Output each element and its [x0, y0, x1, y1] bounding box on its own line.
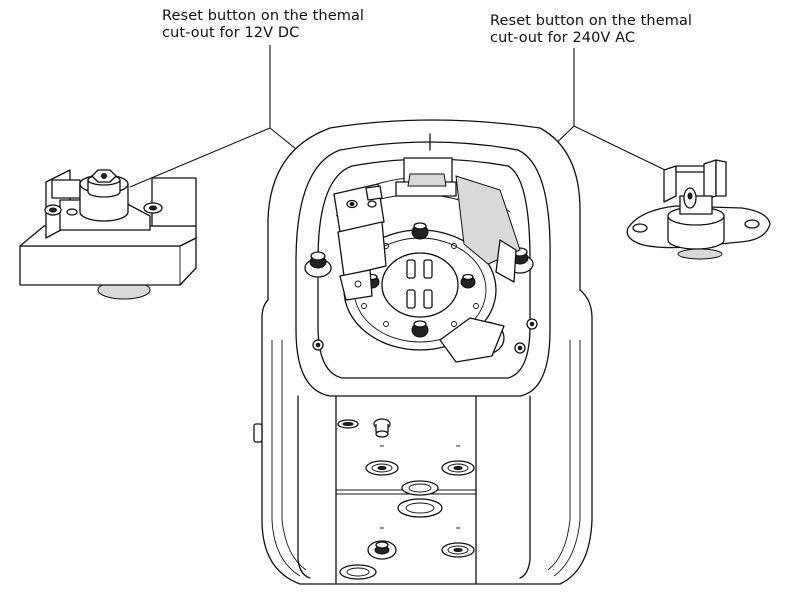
- thermal-cutout-12v-dc-installed: [333, 183, 387, 301]
- front-connectors: [337, 418, 475, 580]
- callout-label-12v-dc-line2: cut-out for 12V DC: [162, 25, 300, 41]
- thermal-cutout-12v-dc: [19, 169, 197, 300]
- thermal-cutout-240v-ac: [626, 159, 771, 260]
- callout-label-240v-ac: Reset button on the themal cut-out for 2…: [490, 13, 692, 47]
- callout-label-12v-dc: Reset button on the themal cut-out for 1…: [162, 8, 364, 42]
- thermal-cutout-240v-ac-installed: [439, 175, 521, 363]
- corner-bolt-left: [304, 251, 332, 278]
- callout-label-240v-ac-line2: cut-out for 240V AC: [490, 30, 636, 46]
- callout-label-12v-dc-line1: Reset button on the themal: [162, 8, 365, 24]
- callout-label-240v-ac-line1: Reset button on the themal: [490, 13, 693, 29]
